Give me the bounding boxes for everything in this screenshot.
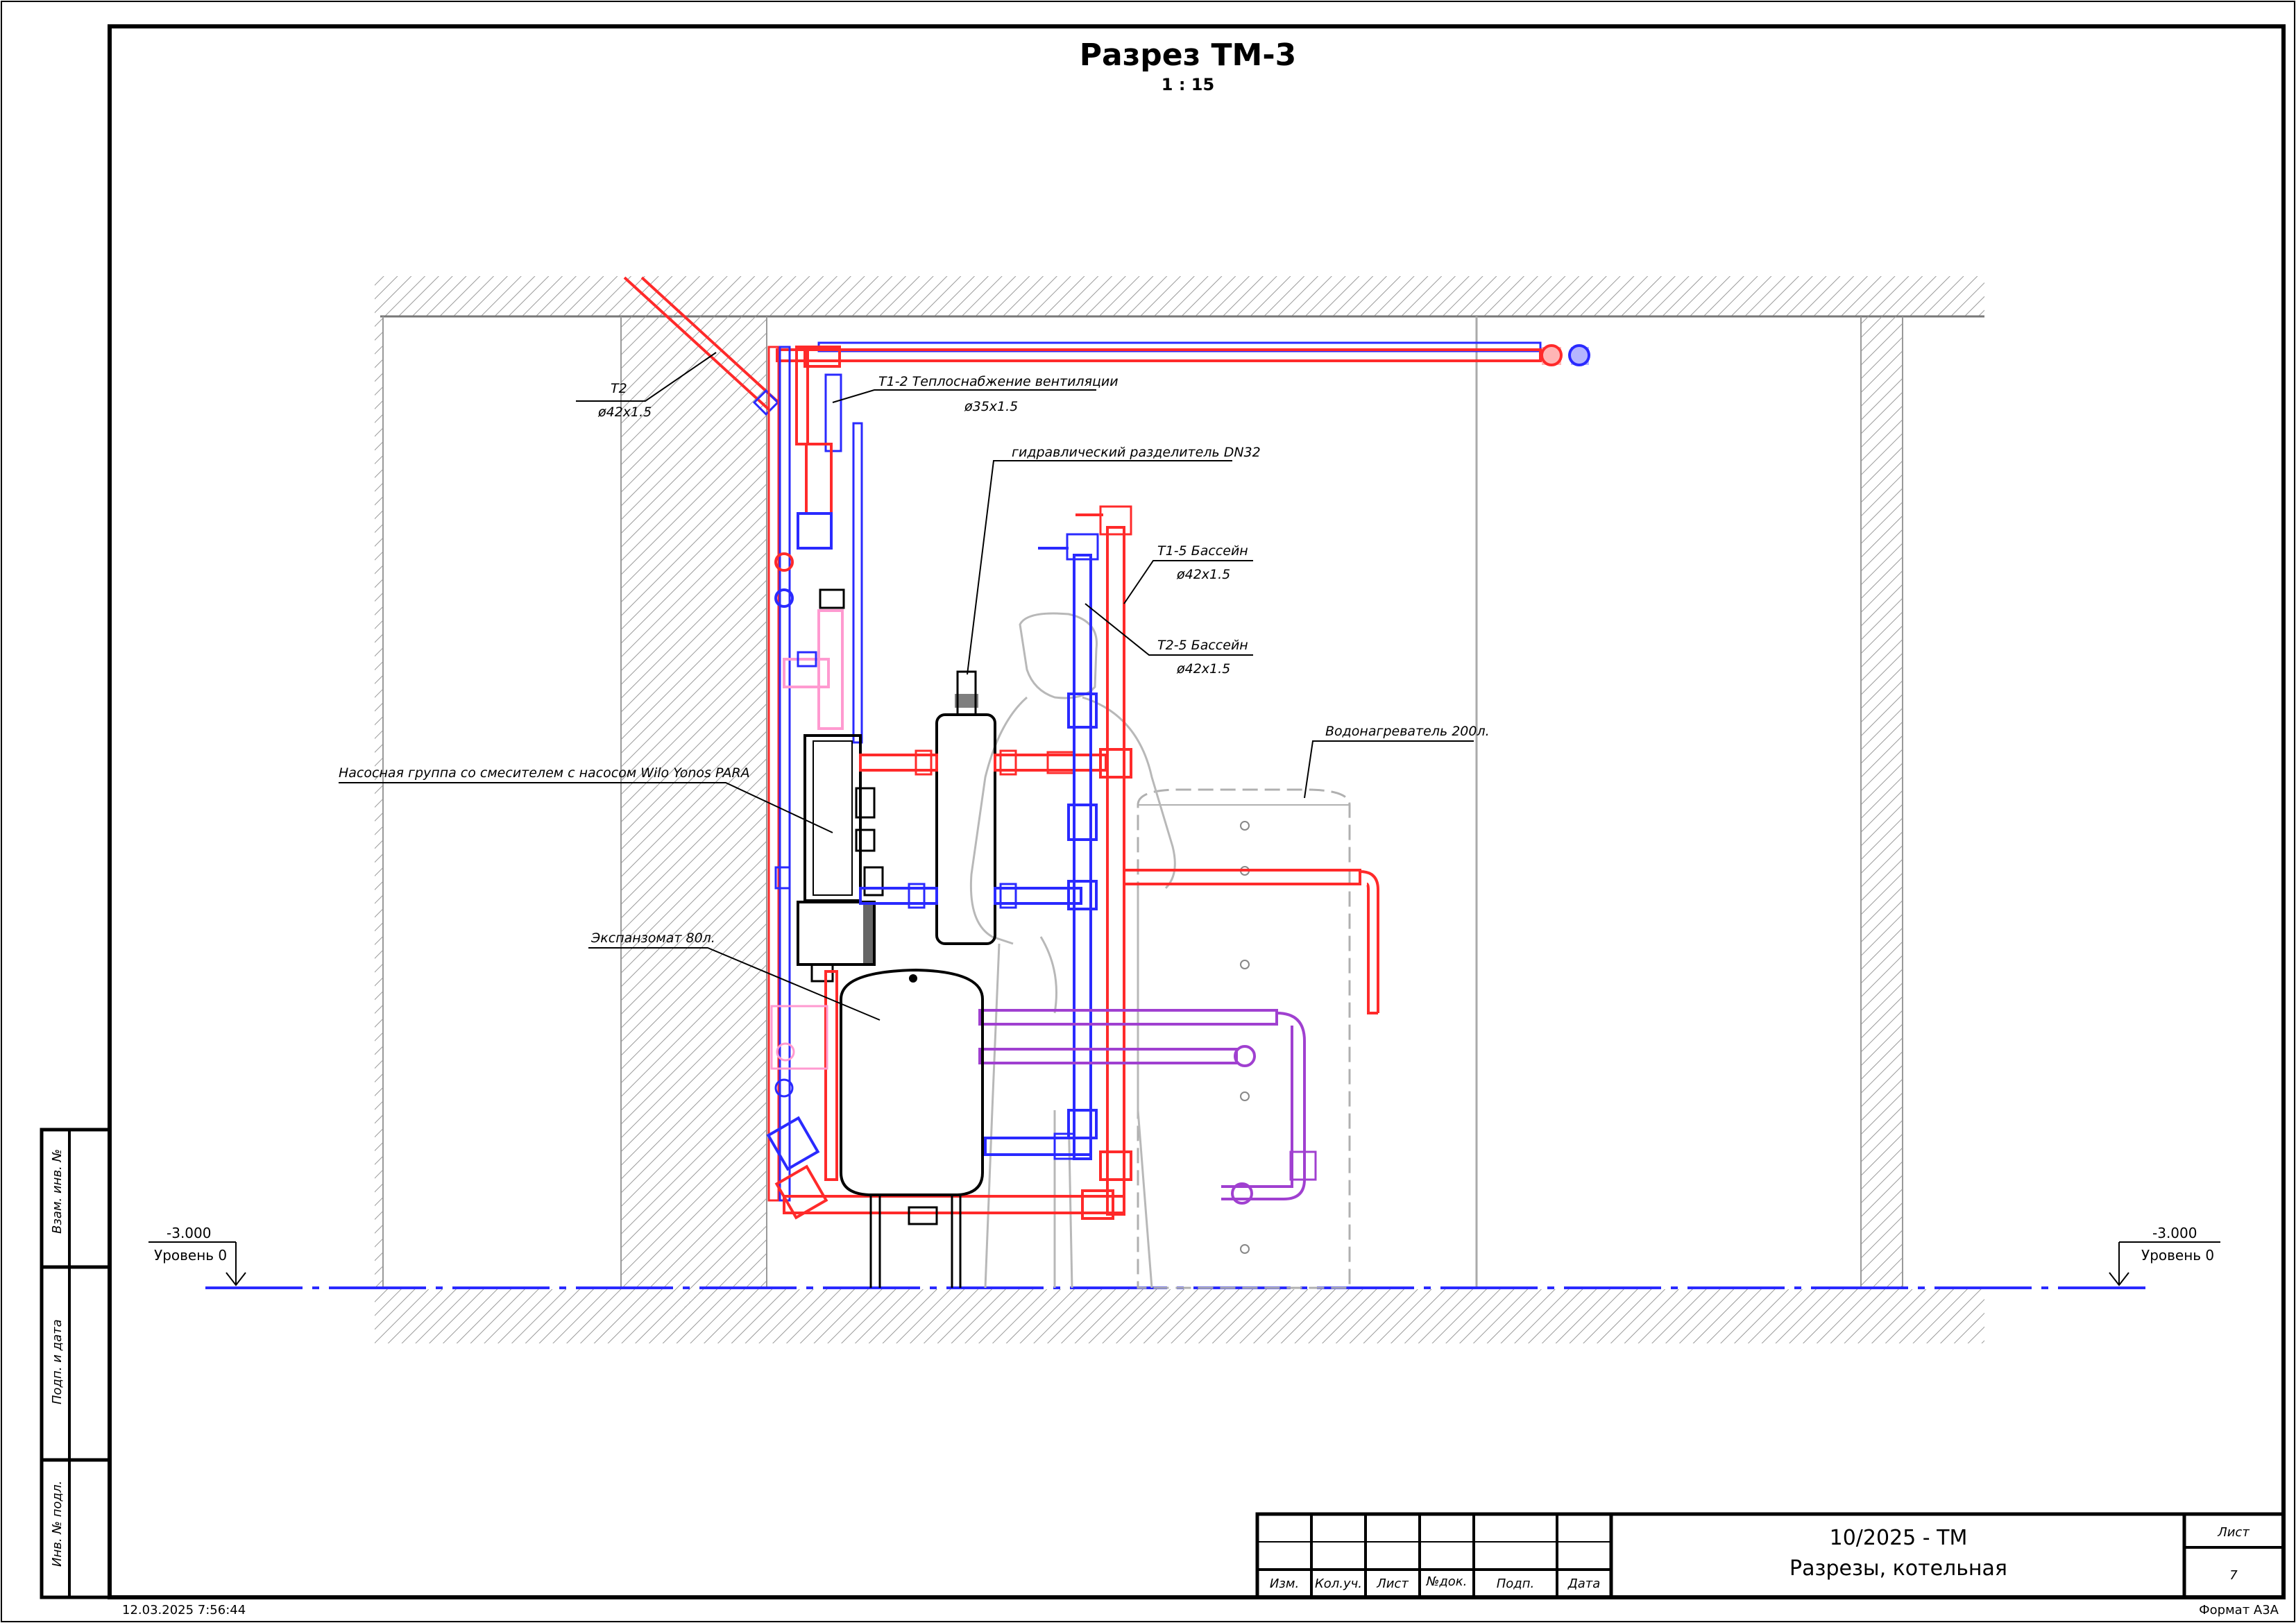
stamp-header-izm: Изм. — [1270, 1577, 1299, 1591]
level-left-name: Уровень 0 — [154, 1247, 227, 1264]
footer-format: Формат А3А — [2199, 1603, 2279, 1617]
level-left-value: -3.000 — [167, 1225, 211, 1241]
person-silhouette — [969, 612, 1176, 1289]
label-hydro-separator-text: гидравлический разделитель DN32 — [1012, 445, 1261, 460]
stamp-document-name: Разрезы, котельная — [1789, 1556, 2007, 1581]
side-stamp-vzam: Взам. инв. № — [50, 1149, 65, 1234]
wall-left-outer — [375, 316, 384, 1289]
stamp-header-list: Лист — [1376, 1577, 1409, 1591]
floor-slab — [375, 1289, 1984, 1343]
level-mark-left: -3.000 Уровень 0 — [148, 1225, 246, 1286]
return-connection-lower — [859, 883, 1082, 909]
left-riser-group — [767, 346, 863, 1202]
label-t1-5-name: Т1-5 Бассейн — [1157, 543, 1248, 559]
label-t1-5-size: ø42х1.5 — [1176, 567, 1230, 582]
level-right-name: Уровень 0 — [2141, 1247, 2214, 1264]
label-t2-5: Т2-5 Бассейн ø42х1.5 — [1085, 603, 1253, 677]
side-stamp-inv: Инв. № подл. — [50, 1481, 65, 1567]
side-stamp-podp: Подп. и дата — [50, 1319, 65, 1404]
drawing-title: Разрез ТМ-3 — [1080, 37, 1296, 73]
label-t2-name: Т2 — [611, 381, 627, 396]
ceiling-slab — [375, 276, 1984, 318]
label-t2-5-size: ø42х1.5 — [1176, 661, 1230, 677]
title-block: Изм. Кол.уч. Лист №док. Подп. Дата 10/20… — [1255, 1512, 2286, 1599]
drawing-frame — [108, 24, 2286, 1599]
stamp-document-code: 10/2025 - ТМ — [1830, 1526, 1968, 1550]
hydraulic-separator — [935, 670, 996, 945]
wall-pipe-column — [620, 316, 767, 1289]
stamp-sheet-number: 7 — [2229, 1568, 2238, 1583]
t1-5-supply-riser — [1075, 505, 1379, 1216]
label-t2: Т2 ø42х1.5 — [576, 352, 717, 420]
stamp-header-kol: Кол.уч. — [1315, 1577, 1362, 1591]
label-water-heater: Водонагреватель 200л. — [1304, 724, 1490, 799]
stamp-sheet-label: Лист — [2217, 1525, 2250, 1540]
label-t1-2-size: ø35х1.5 — [964, 399, 1018, 414]
stamp-header-data: Дата — [1567, 1577, 1601, 1591]
drawing-scale: 1 : 15 — [1162, 75, 1214, 94]
level-mark-right: -3.000 Уровень 0 — [2109, 1225, 2220, 1286]
stamp-header-podp: Подп. — [1497, 1577, 1534, 1591]
label-expansion: Экспанзомат 80л. — [588, 931, 881, 1021]
label-t2-size: ø42х1.5 — [597, 405, 652, 420]
footer-date: 12.03.2025 7:56:44 — [122, 1603, 246, 1617]
label-t1-5: Т1-5 Бассейн ø42х1.5 — [1123, 543, 1253, 604]
label-t2-5-name: Т2-5 Бассейн — [1157, 638, 1248, 653]
label-t1-2: Т1-2 Теплоснабжение вентиляции ø35х1.5 — [832, 374, 1119, 414]
label-expansion-text: Экспанзомат 80л. — [590, 931, 715, 946]
water-heater — [1137, 788, 1351, 1289]
label-pump-group: Насосная группа со смесителем с насосом … — [339, 765, 833, 833]
pool-loop-purple — [770, 1005, 1317, 1205]
t2-5-return-riser — [984, 533, 1099, 1160]
level-right-value: -3.000 — [2152, 1225, 2197, 1241]
side-stamp: Взам. инв. № Подп. и дата Инв. № подл. — [40, 1128, 112, 1599]
top-ventilation-line — [776, 341, 1590, 366]
t2-diagonal-pipe — [623, 276, 780, 416]
pump-group-unit — [797, 734, 884, 983]
supply-connection-upper — [859, 749, 1107, 776]
label-pump-group-text: Насосная группа со смесителем с насосом … — [339, 765, 750, 781]
label-water-heater-text: Водонагреватель 200л. — [1325, 724, 1490, 739]
wall-right — [1860, 316, 1903, 1289]
label-t1-2-name: Т1-2 Теплоснабжение вентиляции — [878, 374, 1119, 389]
expansion-vessel — [840, 968, 984, 1288]
label-hydro-separator: гидравлический разделитель DN32 — [967, 445, 1261, 675]
stamp-header-ndok: №док. — [1426, 1574, 1468, 1589]
